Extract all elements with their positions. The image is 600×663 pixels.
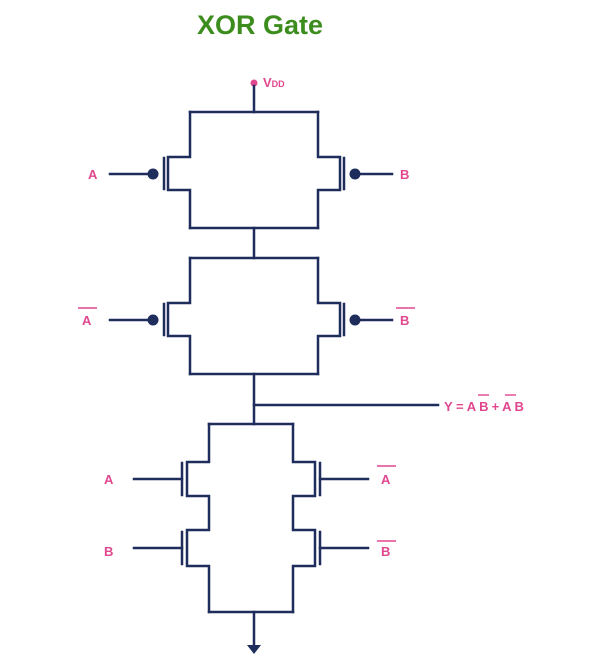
pmos-b-channel <box>316 110 342 230</box>
vdd-terminal-dot <box>250 79 258 87</box>
pmos-abar-channel <box>166 256 192 376</box>
pmos-b-bubble <box>349 168 361 180</box>
nmos-label-a: A <box>104 472 114 487</box>
vdd-label: VDD <box>263 75 285 90</box>
pmos-a-channel <box>166 110 192 230</box>
input-label-b: B <box>400 167 409 182</box>
pullup-stage-2: A B <box>78 256 415 376</box>
nmos-left-branch <box>185 422 211 614</box>
nmos-label-b: B <box>104 544 113 559</box>
ground-arrow-icon <box>247 645 261 654</box>
nmos-label-a-bar: A <box>381 472 391 487</box>
input-label-a-bar: A <box>82 313 92 328</box>
pmos-abar-bubble <box>147 314 159 326</box>
input-label-b-bar: B <box>400 313 409 328</box>
ground-connection <box>247 610 261 654</box>
vdd-supply: VDD <box>250 75 285 114</box>
input-label-a: A <box>88 167 98 182</box>
pullup-stage-1: A B <box>88 110 409 230</box>
diagram-title: XOR Gate <box>196 10 324 40</box>
pulldown-network: A B A B <box>104 422 396 614</box>
pmos-bbar-channel <box>316 256 342 376</box>
pmos-a-bubble <box>147 168 159 180</box>
nmos-label-b-bar: B <box>381 544 390 559</box>
pmos-bbar-bubble <box>349 314 361 326</box>
nmos-right-branch <box>291 422 317 614</box>
